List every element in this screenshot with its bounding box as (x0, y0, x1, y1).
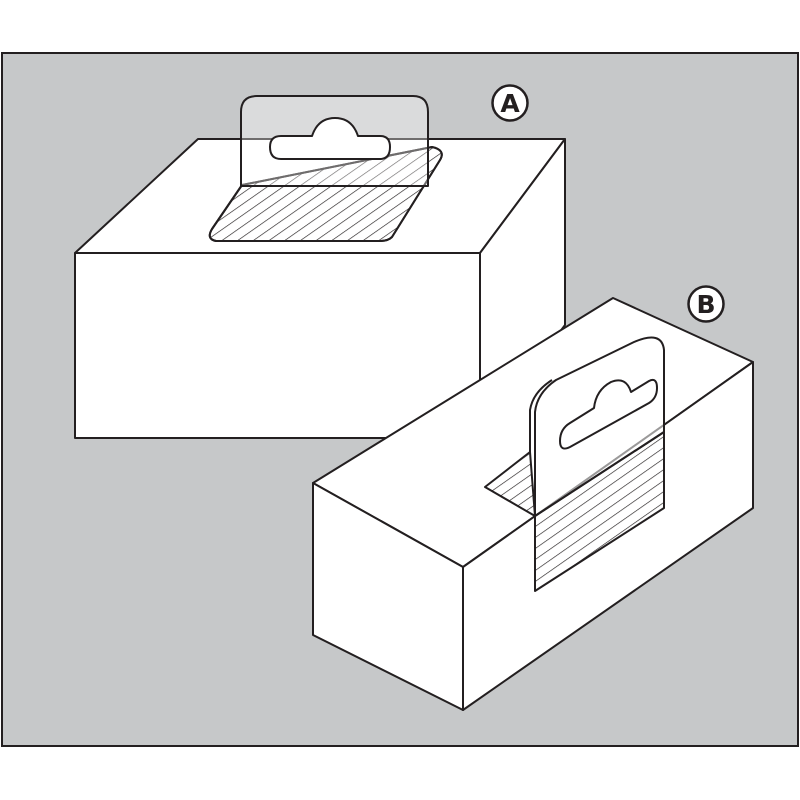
box-a (74, 138, 566, 439)
hang-tab-b-plate-edge (529, 379, 553, 452)
label-a-text: A (500, 89, 520, 118)
hang-tab-b-adhesive-top (484, 451, 536, 517)
label-b-text: B (696, 290, 715, 319)
label-b: B (687, 285, 725, 323)
hang-tab-b (484, 336, 665, 592)
box-a-side-face (479, 138, 566, 439)
hang-tab-b-adhesive-side (534, 431, 665, 592)
hang-tab-a (208, 95, 443, 242)
hang-tab-a-euro-slot-icon (269, 117, 391, 160)
box-a-front-face (74, 252, 481, 439)
hang-tab-b-euro-slot-icon (559, 378, 658, 450)
label-a: A (491, 84, 529, 122)
